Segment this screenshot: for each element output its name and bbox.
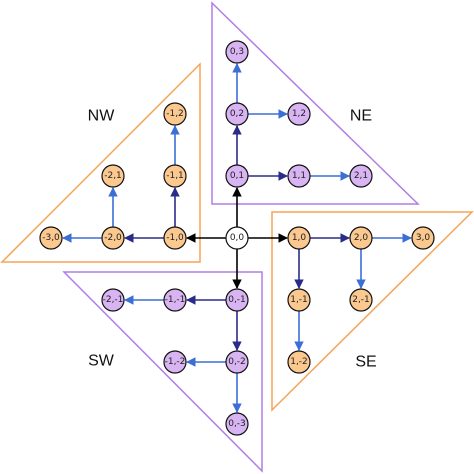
- node-circle: [411, 226, 435, 250]
- node-circle: [349, 164, 373, 188]
- node-circle: [101, 226, 125, 250]
- node--2,-1: -2,-1: [101, 288, 125, 312]
- region-label-nw: NW: [88, 108, 116, 125]
- node-label: 1,0: [292, 233, 307, 243]
- node-0,-2: 0,-2: [225, 350, 249, 374]
- region-label-sw: SW: [88, 353, 115, 370]
- node-label: 1,-1: [290, 295, 308, 305]
- node-circle: [101, 288, 125, 312]
- node-circle: [225, 40, 249, 64]
- node-circle: [163, 288, 187, 312]
- node-label: 2,1: [354, 171, 368, 181]
- node-label: 0,2: [230, 109, 244, 119]
- node-0,2: 0,2: [225, 102, 249, 126]
- node-1,0: 1,0: [287, 226, 311, 250]
- node-circle: [287, 288, 311, 312]
- node-circle: [163, 350, 187, 374]
- node-label: -2,1: [104, 171, 122, 181]
- node-label: 0,0: [230, 233, 245, 243]
- node-circle: [349, 288, 373, 312]
- node--1,1: -1,1: [163, 164, 187, 188]
- node-circle: [287, 350, 311, 374]
- node-0,0: 0,0: [225, 226, 249, 250]
- node-label: 0,-3: [228, 419, 246, 429]
- node-0,1: 0,1: [225, 164, 249, 188]
- node-0,-3: 0,-3: [225, 412, 249, 436]
- node-circle: [349, 226, 373, 250]
- region-nw-triangle: [0, 62, 201, 263]
- node-label: 0,-1: [228, 295, 246, 305]
- node-circle: [287, 226, 311, 250]
- region-label-ne: NE: [350, 108, 372, 125]
- node-label: -1,-2: [165, 357, 186, 367]
- region-ne-triangle: [211, 1, 420, 205]
- node-0,3: 0,3: [225, 40, 249, 64]
- node-circle: [287, 102, 311, 126]
- node-label: 1,2: [292, 109, 306, 119]
- node-circle: [225, 288, 249, 312]
- node-label: 0,-2: [228, 357, 246, 367]
- node-1,1: 1,1: [287, 164, 311, 188]
- node-circle: [225, 102, 249, 126]
- node-1,2: 1,2: [287, 102, 311, 126]
- node-circle: [225, 164, 249, 188]
- node-circle: [101, 164, 125, 188]
- node-label: -2,-1: [103, 295, 124, 305]
- node-label: -1,0: [166, 233, 184, 243]
- node-0,-1: 0,-1: [225, 288, 249, 312]
- node-label: -1,1: [166, 171, 184, 181]
- node-1,-1: 1,-1: [287, 288, 311, 312]
- node-label: 2,-1: [352, 295, 370, 305]
- node-label: 0,3: [230, 47, 244, 57]
- node-label: -2,0: [104, 233, 122, 243]
- node-circle: [225, 350, 249, 374]
- node-label: 0,1: [230, 171, 244, 181]
- node-label: -3,0: [42, 233, 60, 243]
- node--2,1: -2,1: [101, 164, 125, 188]
- node-3,0: 3,0: [411, 226, 435, 250]
- node-circle: [287, 164, 311, 188]
- node-2,0: 2,0: [349, 226, 373, 250]
- node--1,-2: -1,-2: [163, 350, 187, 374]
- node-label: -1,-1: [165, 295, 186, 305]
- node-circle: [163, 164, 187, 188]
- node-label: 3,0: [416, 233, 431, 243]
- node-circle: [225, 412, 249, 436]
- node-label: -1,2: [166, 109, 184, 119]
- region-se-triangle: [271, 211, 474, 412]
- node-2,1: 2,1: [349, 164, 373, 188]
- node--3,0: -3,0: [39, 226, 63, 250]
- region-label-se: SE: [355, 354, 376, 371]
- node-label: 1,1: [292, 171, 306, 181]
- node--2,0: -2,0: [101, 226, 125, 250]
- node-label: 1,-2: [290, 357, 308, 367]
- node-label: 2,0: [354, 233, 369, 243]
- node-circle: [39, 226, 63, 250]
- node--1,-1: -1,-1: [163, 288, 187, 312]
- node--1,2: -1,2: [163, 102, 187, 126]
- region-sw-triangle: [62, 271, 263, 473]
- node-circle: [163, 226, 187, 250]
- node-2,-1: 2,-1: [349, 288, 373, 312]
- node-circle: [225, 226, 249, 250]
- node-1,-2: 1,-2: [287, 350, 311, 374]
- node-circle: [163, 102, 187, 126]
- node--1,0: -1,0: [163, 226, 187, 250]
